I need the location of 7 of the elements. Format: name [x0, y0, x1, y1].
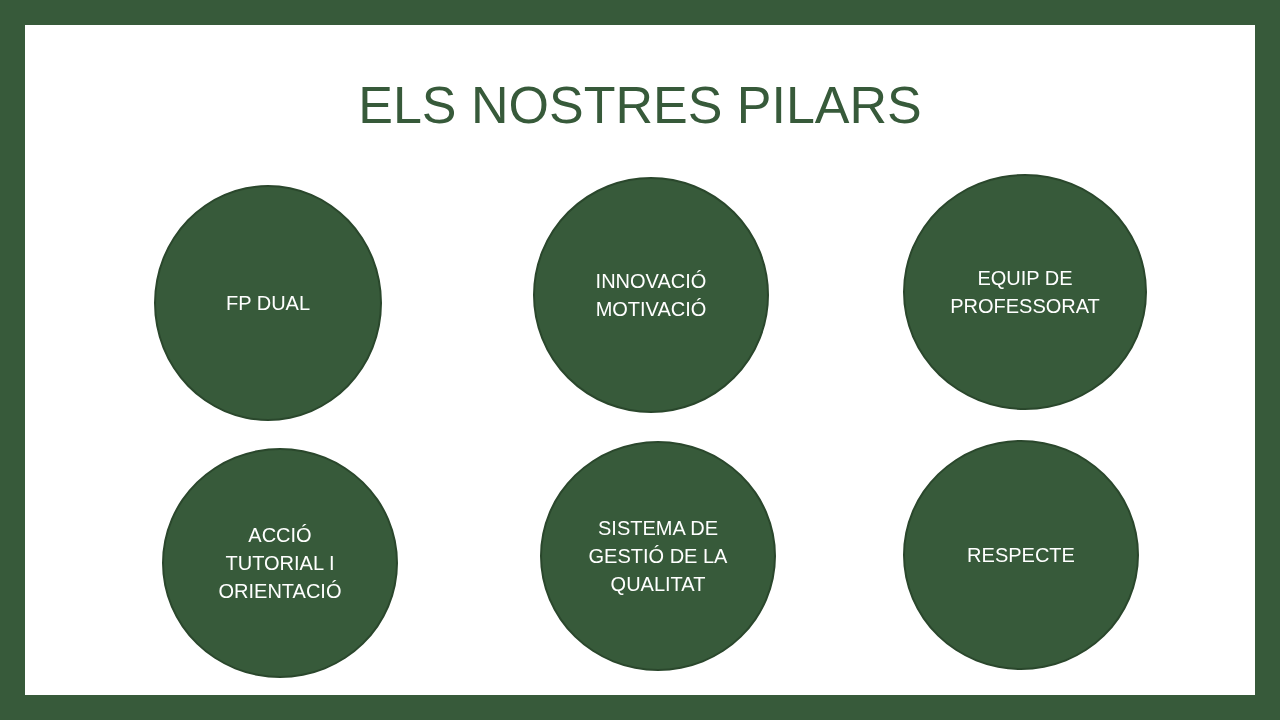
pillar-label: EQUIP DE PROFESSORAT	[949, 266, 1101, 319]
pillar-label: FP DUAL	[225, 291, 311, 316]
pillar-label: INNOVACIÓ MOTIVACIÓ	[594, 269, 708, 322]
pillar-label: RESPECTE	[967, 543, 1075, 568]
slide-title: ELS NOSTRES PILARS	[357, 75, 923, 136]
pillar-label: SISTEMA DE GESTIÓ DE LA QUALITAT	[587, 516, 729, 597]
pillar-label: ACCIÓ TUTORIAL I ORIENTACIÓ	[217, 523, 343, 604]
